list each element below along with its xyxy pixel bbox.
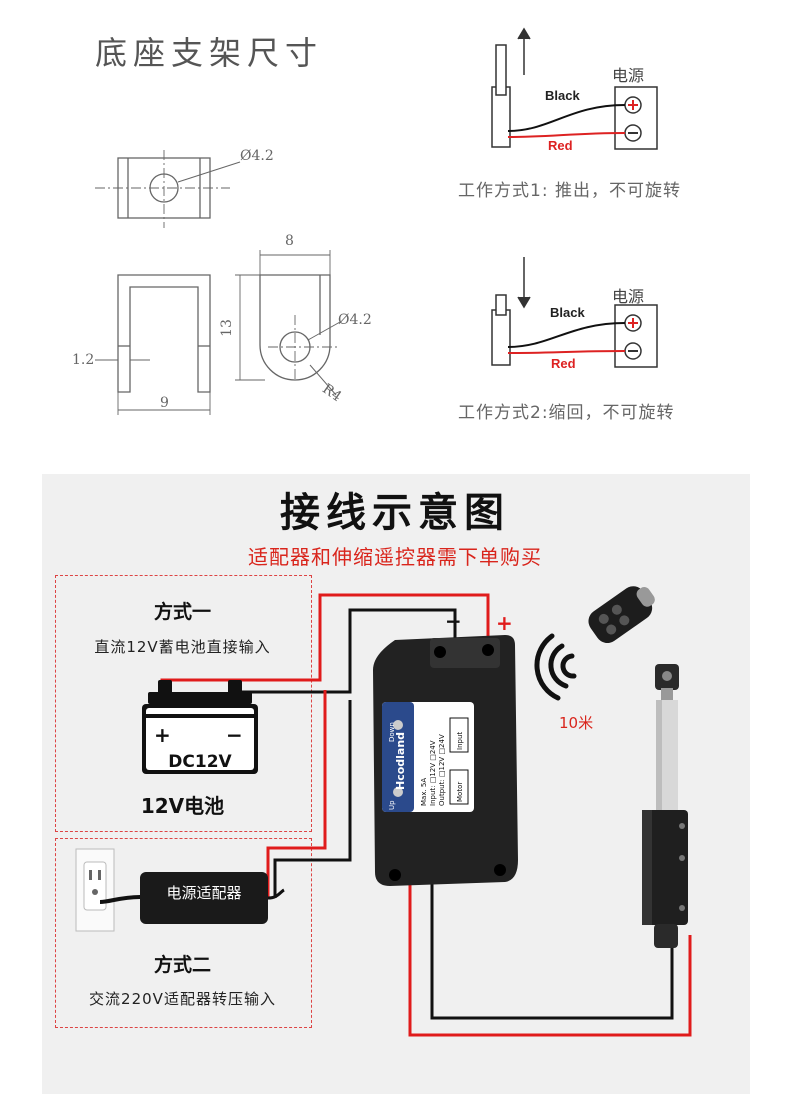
controller-input-port: Input	[456, 732, 464, 750]
dim-hole-side: Ø4.2	[338, 312, 372, 328]
signal-waves-icon	[534, 633, 577, 701]
controller-spec-max: Max. 5A	[420, 778, 428, 806]
adapter-label: 电源适配器	[166, 884, 242, 902]
battery-text: DC12V	[168, 752, 232, 772]
remote-control-icon	[588, 586, 655, 644]
bracket-side-view	[259, 274, 331, 381]
mode1-red-label: Red	[548, 138, 573, 153]
mode1-black-label: Black	[545, 88, 580, 103]
bracket-drawing	[95, 150, 341, 415]
controller-up: Up	[388, 800, 396, 810]
option1-box	[55, 575, 312, 832]
svg-text:−: −	[226, 723, 243, 747]
controller-brand: Hcodland	[394, 732, 407, 790]
dim-thickness: 1.2	[72, 352, 95, 368]
controller-module: Hcodland Down Up Max. 5A Input: □12V □24…	[373, 635, 518, 886]
option2-desc: 交流220V适配器转压输入	[89, 990, 276, 1008]
dimensions-title: 底座支架尺寸	[95, 34, 324, 72]
mode2-diagram	[491, 257, 658, 368]
battery-icon: + −	[142, 680, 258, 774]
controller-spec-output: Output: □12V □24V	[438, 734, 446, 806]
option1-desc: 直流12V蓄电池直接输入	[94, 638, 271, 656]
controller-down: Down	[388, 722, 396, 742]
plus-mark: +	[496, 611, 513, 635]
option2-title: 方式二	[153, 954, 211, 976]
svg-text:+: +	[154, 723, 171, 747]
mode2-black-label: Black	[550, 305, 585, 320]
wall-outlet-icon	[75, 848, 115, 932]
mode2-caption: 工作方式2:缩回，不可旋转	[458, 403, 675, 423]
bracket-front-view	[117, 274, 211, 393]
controller-motor-port: Motor	[456, 782, 464, 802]
mode2-source-label: 电源	[612, 287, 645, 306]
wiring-title: 接线示意图	[280, 490, 510, 536]
remote-range-label: 10米	[559, 714, 594, 732]
option2-box	[55, 838, 312, 1028]
wiring-subtitle: 适配器和伸缩遥控器需下单购买	[248, 545, 542, 569]
dim-hole-top: Ø4.2	[240, 148, 274, 164]
option1-title: 方式一	[153, 601, 211, 623]
linear-actuator-icon	[642, 664, 688, 948]
controller-spec-input: Input: □12V □24V	[429, 740, 437, 806]
battery-caption: 12V电池	[140, 794, 225, 818]
mode1-source-label: 电源	[612, 66, 645, 85]
mode1-diagram	[491, 27, 658, 150]
power-adapter-icon	[100, 872, 285, 924]
mode2-red-label: Red	[551, 356, 576, 371]
dim-width: 8	[285, 233, 294, 249]
minus-mark: −	[445, 609, 462, 633]
dim-inner-width: 9	[160, 395, 169, 411]
mode1-caption: 工作方式1: 推出，不可旋转	[458, 181, 681, 201]
